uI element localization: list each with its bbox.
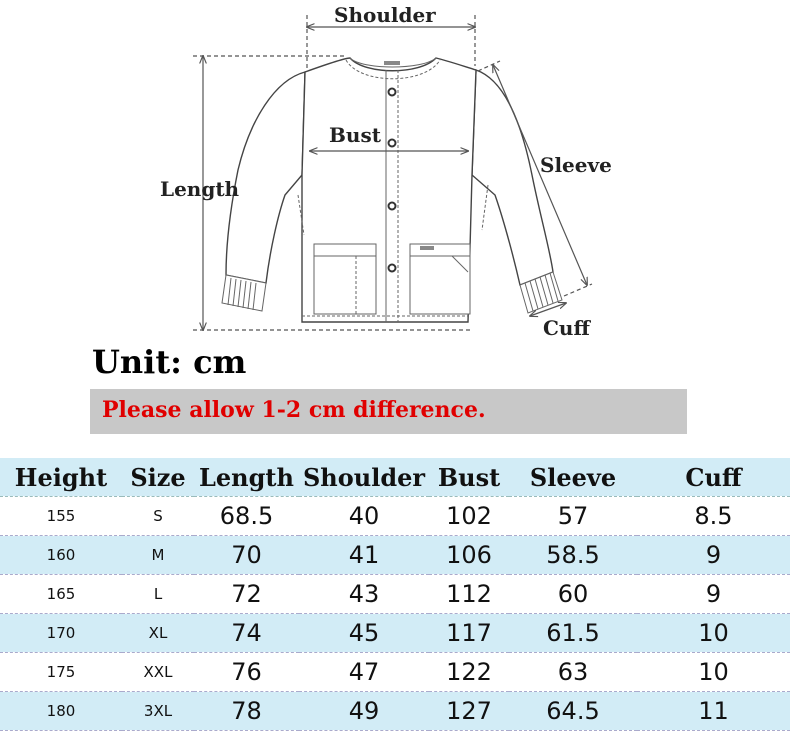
cell-height: 160 — [0, 535, 122, 575]
cell-bust: 122 — [429, 652, 509, 692]
cell-sleeve: 63 — [509, 652, 637, 692]
cell-height: 175 — [0, 652, 122, 692]
cell-sleeve: 57 — [509, 496, 637, 536]
label-shoulder: Shoulder — [334, 3, 436, 27]
cell-height: 170 — [0, 613, 122, 653]
header-bust: Bust — [429, 458, 509, 497]
cell-sleeve: 64.5 — [509, 691, 637, 731]
cell-height: 155 — [0, 496, 122, 536]
buttons — [387, 87, 397, 273]
table-header-row: Height Size Length Shoulder Bust Sleeve … — [0, 458, 790, 497]
label-length: Length — [160, 177, 240, 201]
cell-shoulder: 41 — [299, 535, 429, 575]
unit-heading: Unit: cm — [92, 343, 247, 381]
table-row: 160 M 70 41 106 58.5 9 — [0, 535, 790, 575]
cell-length: 70 — [194, 535, 299, 575]
cell-bust: 106 — [429, 535, 509, 575]
cell-cuff: 10 — [637, 613, 790, 653]
cell-cuff: 11 — [637, 691, 790, 731]
cell-bust: 127 — [429, 691, 509, 731]
jacket-diagram: Shoulder Bust Length Sleeve Cuff — [160, 3, 612, 340]
cell-size: M — [122, 535, 194, 575]
header-shoulder: Shoulder — [299, 458, 429, 497]
cell-size: XL — [122, 613, 194, 653]
header-size: Size — [122, 458, 194, 497]
cell-length: 72 — [194, 574, 299, 614]
label-cuff: Cuff — [543, 316, 591, 340]
label-bust: Bust — [329, 123, 382, 147]
cell-height: 165 — [0, 574, 122, 614]
cell-shoulder: 47 — [299, 652, 429, 692]
cell-size: L — [122, 574, 194, 614]
cell-shoulder: 45 — [299, 613, 429, 653]
cell-cuff: 10 — [637, 652, 790, 692]
cell-sleeve: 60 — [509, 574, 637, 614]
cell-size: S — [122, 496, 194, 536]
cell-bust: 117 — [429, 613, 509, 653]
cell-length: 74 — [194, 613, 299, 653]
table-row: 175 XXL 76 47 122 63 10 — [0, 652, 790, 692]
dimension-lines — [193, 15, 593, 330]
cell-bust: 112 — [429, 574, 509, 614]
cell-sleeve: 58.5 — [509, 535, 637, 575]
notice-bar: Please allow 1-2 cm difference. — [90, 389, 687, 434]
cell-shoulder: 49 — [299, 691, 429, 731]
header-cuff: Cuff — [637, 458, 790, 497]
cell-cuff: 8.5 — [637, 496, 790, 536]
cell-length: 78 — [194, 691, 299, 731]
table-row: 155 S 68.5 40 102 57 8.5 — [0, 496, 790, 536]
cell-size: XXL — [122, 652, 194, 692]
cell-cuff: 9 — [637, 535, 790, 575]
cell-size: 3XL — [122, 691, 194, 731]
cell-shoulder: 40 — [299, 496, 429, 536]
notice-text: Please allow 1-2 cm difference. — [102, 397, 486, 423]
size-table: Height Size Length Shoulder Bust Sleeve … — [0, 458, 790, 731]
table-row: 170 XL 74 45 117 61.5 10 — [0, 613, 790, 653]
cell-height: 180 — [0, 691, 122, 731]
label-sleeve: Sleeve — [540, 153, 612, 177]
cell-bust: 102 — [429, 496, 509, 536]
header-sleeve: Sleeve — [509, 458, 637, 497]
cell-sleeve: 61.5 — [509, 613, 637, 653]
header-height: Height — [0, 458, 122, 497]
cell-shoulder: 43 — [299, 574, 429, 614]
cell-cuff: 9 — [637, 574, 790, 614]
jacket-outline — [225, 57, 554, 323]
cell-length: 76 — [194, 652, 299, 692]
table-row: 180 3XL 78 49 127 64.5 11 — [0, 691, 790, 731]
header-length: Length — [194, 458, 299, 497]
table-row: 165 L 72 43 112 60 9 — [0, 574, 790, 614]
cell-length: 68.5 — [194, 496, 299, 536]
